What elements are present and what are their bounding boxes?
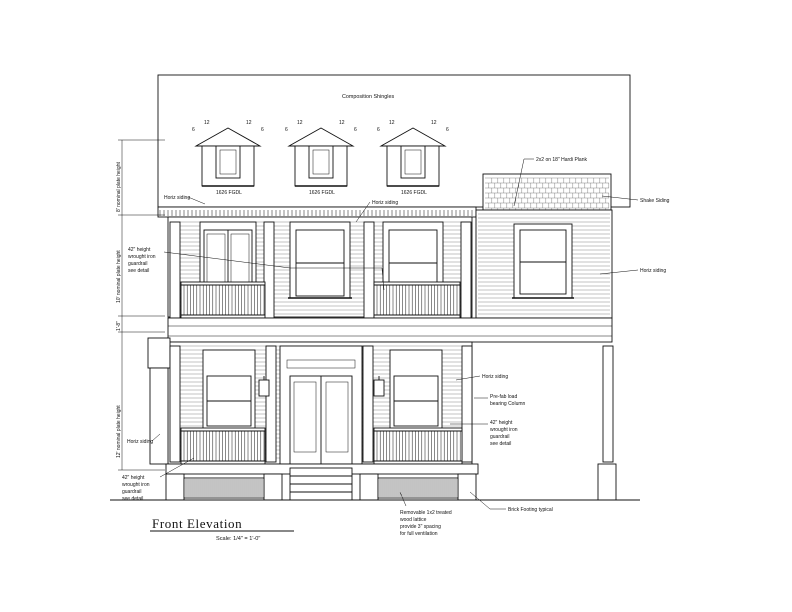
pitch-rise: 6 <box>354 127 357 133</box>
callout-lattice: wood lattice <box>400 517 427 523</box>
callout-column: Pre-fab load <box>490 394 517 400</box>
floor-band <box>167 317 613 343</box>
pitch-run: 12 <box>389 120 395 126</box>
callout-lattice: provide 3" spacing <box>400 524 441 530</box>
callout-guardrail-lower-left: guardrail <box>122 489 141 495</box>
upper-plate-height: 8' nominal plate height <box>116 162 122 212</box>
pitch-rise: 6 <box>261 127 264 133</box>
floor-system-height: 1'-8" <box>116 321 122 331</box>
second-floor-plate-height: 10' nominal plate height <box>116 250 122 303</box>
porch-railing-left <box>180 427 266 465</box>
callout-guardrail-lower: wrought iron <box>490 427 518 433</box>
porch-railing-right <box>373 427 463 465</box>
callout-guardrail-upper: guardrail <box>128 261 147 267</box>
second-floor <box>157 206 613 319</box>
dormer-center: 12 12 6 6 1626 FGDL <box>285 120 357 196</box>
pitch-run: 12 <box>339 120 345 126</box>
pitch-run: 12 <box>297 120 303 126</box>
callout-guardrail-upper: 42" height <box>128 247 151 253</box>
callouts: Horiz siding Horiz siding 2x2 on 18" Har… <box>122 157 670 537</box>
pitch-rise: 6 <box>446 127 449 133</box>
shake-siding-panel <box>482 173 612 213</box>
title-block: Front Elevation Scale: 1/4" = 1'-0" <box>150 516 294 542</box>
callout-horiz-siding: Horiz siding <box>164 195 190 201</box>
balcony-railing-left <box>180 281 266 319</box>
dormer-left: 12 12 6 6 1626 FGDL <box>192 120 264 196</box>
callout-column: bearing Column <box>490 401 526 407</box>
callout-shake-siding: Shake Siding <box>640 198 670 204</box>
callout-guardrail-upper: wrought iron <box>128 254 156 260</box>
lantern-right-icon <box>373 376 385 397</box>
callout-guardrail-lower-left: see detail <box>122 496 143 502</box>
pitch-run: 12 <box>204 120 210 126</box>
first-floor-plate-height: 12' nominal plate height <box>116 405 122 458</box>
roof-label: Composition Shingles <box>342 94 394 100</box>
callout-hardi-plank: 2x2 on 18" Hardi Plank <box>536 157 587 163</box>
dormer-window-label: 1626 FGDL <box>216 190 242 196</box>
callout-guardrail-lower: 42" height <box>490 420 513 426</box>
callout-horiz-siding: Horiz siding <box>127 439 153 445</box>
callout-horiz-siding: Horiz siding <box>640 268 666 274</box>
dormer-window-label: 1626 FGDL <box>401 190 427 196</box>
callout-guardrail-lower-left: wrought iron <box>122 482 150 488</box>
lantern-left-icon <box>258 376 270 397</box>
callout-guardrail-upper: see detail <box>128 268 149 274</box>
drawing-scale: Scale: 1/4" = 1'-0" <box>216 536 260 542</box>
pitch-rise: 6 <box>192 127 195 133</box>
callout-horiz-siding: Horiz siding <box>372 200 398 206</box>
callout-horiz-siding: Horiz siding <box>482 374 508 380</box>
callout-lattice: for full ventilation <box>400 531 438 537</box>
drawing-title: Front Elevation <box>152 516 242 531</box>
foundation <box>110 463 640 501</box>
dormer-window-label: 1626 FGDL <box>309 190 335 196</box>
pitch-rise: 6 <box>377 127 380 133</box>
pitch-rise: 6 <box>285 127 288 133</box>
pitch-run: 12 <box>246 120 252 126</box>
callout-guardrail-lower: see detail <box>490 441 511 447</box>
callout-guardrail-lower-left: 42" height <box>122 475 145 481</box>
callout-brick-footing: Brick Footing typical <box>508 507 553 513</box>
pitch-run: 12 <box>431 120 437 126</box>
callout-lattice: Removable 1x2 treated <box>400 510 452 516</box>
dormer-right: 12 12 6 6 1626 FGDL <box>377 120 449 196</box>
balcony-railing-right <box>373 281 461 319</box>
height-dimensions: 8' nominal plate height 10' nominal plat… <box>116 139 165 471</box>
callout-guardrail-lower: guardrail <box>490 434 509 440</box>
first-floor <box>147 337 614 465</box>
